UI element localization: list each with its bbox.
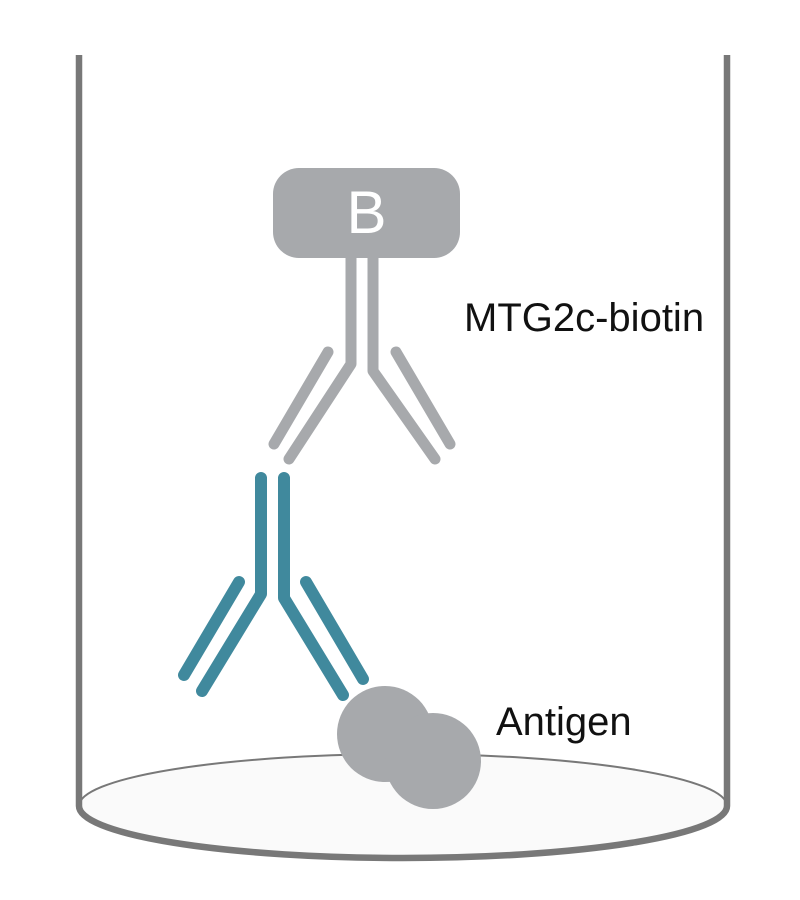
well-wall-outline (75, 55, 731, 862)
capture-antibody-shape (178, 472, 369, 701)
capture-antibody-light-chain-right (300, 576, 369, 685)
mtg2c-antibody-heavy-chain-right (367, 247, 441, 465)
mtg2c-biotin-antibody-shape (268, 247, 456, 465)
capture-antibody-heavy-chain-left (196, 472, 267, 697)
well-bottom-fill (79, 754, 727, 858)
antigen-lobe-2 (385, 713, 481, 809)
mtg2c-antibody-heavy-chain-left (283, 247, 357, 465)
mtg2c-antibody-light-chain-left (268, 346, 334, 450)
mtg2c-biotin-label: MTG2c-biotin (464, 296, 705, 340)
antigen-label: Antigen (496, 700, 632, 744)
biotin-tag-label: B (346, 179, 387, 246)
antigen-shape (337, 686, 481, 809)
capture-antibody-heavy-chain-right (278, 472, 349, 701)
mtg2c-antibody-light-chain-right (390, 346, 456, 450)
biotin-tag-block (273, 168, 460, 258)
capture-antibody-light-chain-left (178, 576, 245, 681)
